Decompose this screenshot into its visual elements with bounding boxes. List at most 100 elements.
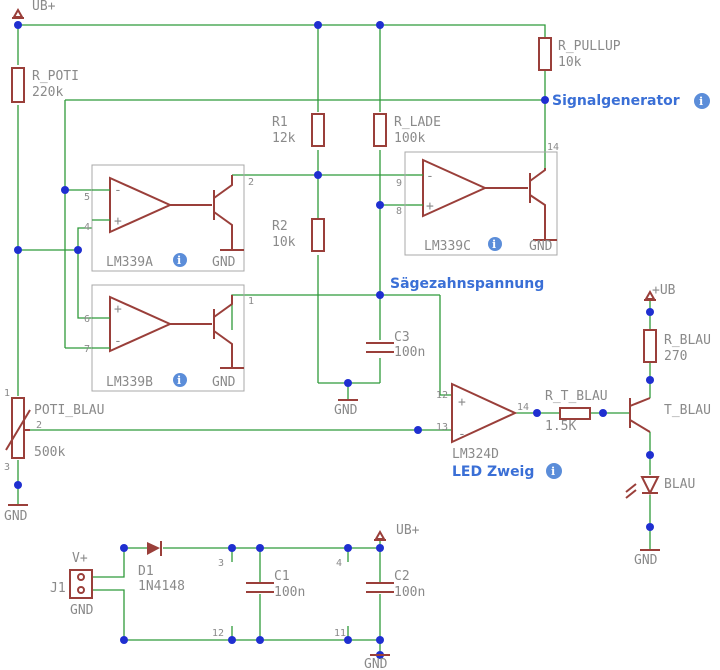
info-icon[interactable] — [488, 237, 502, 251]
led-blau: BLAU — [625, 476, 695, 499]
ic-lm324d: + - 12 13 14 LM324D — [436, 382, 529, 462]
info-icon[interactable] — [694, 93, 710, 109]
lm339c-pin8: 8 — [396, 206, 402, 217]
info-icon-glyph: i — [551, 465, 555, 478]
led-name: BLAU — [664, 477, 695, 492]
info-icon[interactable] — [173, 253, 187, 267]
r-t-blau-name: R_T_BLAU — [545, 389, 608, 404]
c2-value: 100n — [394, 585, 425, 600]
c3-name: C3 — [394, 330, 410, 345]
c2-name: C2 — [394, 569, 410, 584]
r2-value: 10k — [272, 235, 296, 250]
poti-value: 500k — [34, 445, 65, 460]
lm339a-plus: + — [114, 214, 122, 229]
lm339b-pin7: 7 — [84, 344, 90, 355]
r-pullup-value: 10k — [558, 55, 582, 70]
r-lade-value: 100k — [394, 131, 425, 146]
supply-ub-right: +UB — [644, 283, 676, 301]
power-pins: 3 12 4 11 — [212, 558, 346, 639]
lm339c-minus: - — [426, 169, 434, 184]
lm339c-gnd: GND — [529, 239, 553, 254]
lm324d-pin13: 13 — [436, 422, 448, 433]
resistor-r-poti: R_POTI 220k — [11, 67, 79, 103]
capacitor-c3: C3 100n — [366, 330, 425, 360]
ub-right-label: +UB — [652, 283, 676, 298]
j1-vplus: V+ — [72, 551, 88, 566]
r2-name: R2 — [272, 219, 288, 234]
info-icon[interactable] — [173, 373, 187, 387]
ic-lm339b: + - 6 7 1 LM339B GND i — [84, 284, 254, 392]
lm324d-minus: - — [458, 427, 466, 442]
t-blau-name: T_BLAU — [664, 403, 711, 418]
ub-top-label: UB+ — [32, 0, 56, 14]
j1-gnd: GND — [70, 603, 94, 618]
info-icon-glyph: i — [492, 238, 496, 251]
j1-name: J1 — [50, 581, 66, 596]
ic-lm339a: - + 5 4 2 LM339A GND i — [84, 164, 254, 272]
lm339a-pin2: 2 — [248, 177, 254, 188]
potentiometer-poti-blau: POTI_BLAU 500k 1 2 3 — [4, 388, 104, 473]
lm324d-pin12: 12 — [436, 390, 448, 401]
poti-name: POTI_BLAU — [34, 403, 104, 418]
d1-name: D1 — [138, 564, 154, 579]
net-label-saegezahn: Sägezahnspannung — [390, 276, 544, 292]
pwr-pin4: 4 — [336, 558, 342, 569]
ub-bottom-label: UB+ — [396, 523, 420, 538]
lm339a-pin4: 4 — [84, 222, 90, 233]
poti-pin1: 1 — [4, 388, 10, 399]
c3-value: 100n — [394, 345, 425, 360]
lm339b-plus: + — [114, 302, 122, 317]
resistor-r-blau: R_BLAU 270 — [643, 329, 711, 364]
signalgenerator-label: Signalgenerator — [552, 93, 680, 109]
r-blau-value: 270 — [664, 349, 687, 364]
lm339c-name: LM339C — [424, 239, 471, 254]
gnd-label-bottom: GND — [364, 657, 388, 670]
connector-j1: V+ J1 GND — [50, 551, 94, 618]
r-blau-name: R_BLAU — [664, 333, 711, 348]
lm339c-pin14: 14 — [547, 142, 559, 153]
r-t-blau-value: 1.5K — [545, 419, 576, 434]
r-lade-name: R_LADE — [394, 115, 441, 130]
r-poti-value: 220k — [32, 85, 63, 100]
pwr-pin11: 11 — [334, 628, 346, 639]
lm339c-plus: + — [426, 199, 434, 214]
r1-name: R1 — [272, 115, 288, 130]
supply-ub-top: UB+ — [12, 0, 56, 19]
diode-d1: D1 1N4148 — [138, 541, 185, 594]
r-poti-name: R_POTI — [32, 69, 79, 84]
gnd-symbols: GND GND GND GND — [4, 399, 660, 670]
resistor-r-lade: R_LADE 100k — [373, 113, 441, 147]
gnd-label-c3: GND — [334, 403, 358, 418]
lm339a-gnd: GND — [212, 255, 236, 270]
lm339c-pin9: 9 — [396, 178, 402, 189]
supply-ub-bottom: UB+ — [374, 523, 420, 541]
resistor-r-pullup: R_PULLUP 10k — [538, 37, 621, 71]
pwr-pin12: 12 — [212, 628, 224, 639]
capacitor-c2: C2 100n — [366, 569, 425, 600]
lm339b-pin1: 1 — [248, 296, 254, 307]
net-label-led-zweig: LED Zweig i — [452, 463, 562, 480]
d1-value: 1N4148 — [138, 579, 185, 594]
ic-lm339c: - + 9 8 14 LM339C GND i — [396, 142, 559, 256]
wires — [17, 24, 651, 655]
lm339b-gnd: GND — [212, 375, 236, 390]
lm324d-plus: + — [458, 395, 466, 410]
saegezahn-label: Sägezahnspannung — [390, 276, 544, 292]
lm339a-minus: - — [114, 183, 122, 198]
poti-pin3: 3 — [4, 462, 10, 473]
resistor-r2: R2 10k — [272, 218, 325, 252]
info-icon-glyph: i — [699, 95, 703, 108]
gnd-label-led: GND — [634, 553, 658, 568]
info-icon-glyph: i — [177, 374, 181, 387]
r-pullup-name: R_PULLUP — [558, 39, 621, 54]
lm324d-pin14: 14 — [517, 402, 529, 413]
led-zweig-label: LED Zweig — [452, 464, 534, 480]
poti-pin2: 2 — [36, 420, 42, 431]
r1-value: 12k — [272, 131, 296, 146]
info-icon[interactable] — [546, 463, 562, 479]
resistor-r1: R1 12k — [272, 113, 325, 147]
net-label-signalgenerator: Signalgenerator i — [552, 93, 710, 109]
junctions — [14, 21, 654, 659]
c1-name: C1 — [274, 569, 290, 584]
